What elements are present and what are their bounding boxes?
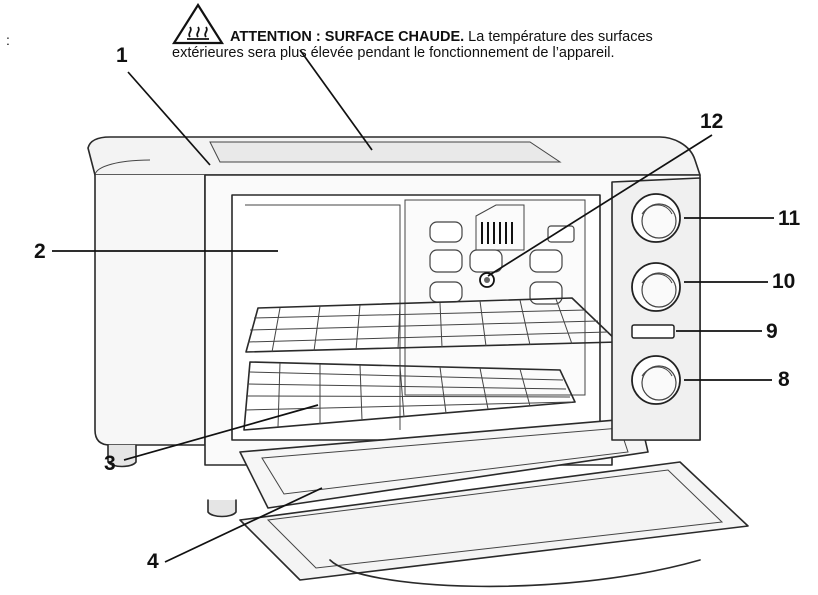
callout-9: 9 (766, 320, 778, 343)
warning-line-2: extérieures sera plus élevée pendant le … (172, 45, 615, 61)
hot-surface-warning-icon (172, 3, 224, 45)
leader-lines (52, 49, 774, 563)
callout-2: 2 (34, 240, 46, 263)
top-edge-line (94, 159, 151, 176)
knob-11 (631, 193, 681, 243)
page-colon: : (6, 32, 10, 48)
foot-left (107, 444, 137, 468)
callout-10: 10 (772, 270, 796, 293)
warning-label: ATTENTION : SURFACE CHAUDE. (230, 29, 465, 45)
vent-cover (475, 204, 525, 251)
baking-tray (239, 417, 649, 509)
warning-line-1: ATTENTION : SURFACE CHAUDE. La températu… (230, 29, 653, 45)
door-handle (329, 559, 701, 588)
knob-8 (631, 355, 681, 405)
callout-4: 4 (147, 550, 159, 573)
cavity-left-wall (245, 204, 401, 430)
oven-door (239, 461, 749, 581)
callout-11: 11 (778, 207, 801, 230)
callout-8: 8 (778, 368, 790, 391)
rear-buttons (429, 221, 575, 305)
lower-rack (243, 361, 576, 431)
callout-1: 1 (116, 44, 128, 67)
fan-vent (481, 222, 513, 244)
oven-side (94, 174, 206, 446)
top-glass-panel (209, 141, 562, 163)
power-indicator (631, 324, 675, 339)
oven-light-bulb (484, 277, 490, 283)
tray-inner (261, 427, 629, 495)
warning-text-1: La température des surfaces (464, 29, 653, 45)
door-glass (266, 469, 724, 569)
foot-mid (207, 499, 237, 518)
knob-10 (631, 262, 681, 312)
callout-3: 3 (104, 452, 116, 475)
callout-12: 12 (700, 110, 724, 133)
